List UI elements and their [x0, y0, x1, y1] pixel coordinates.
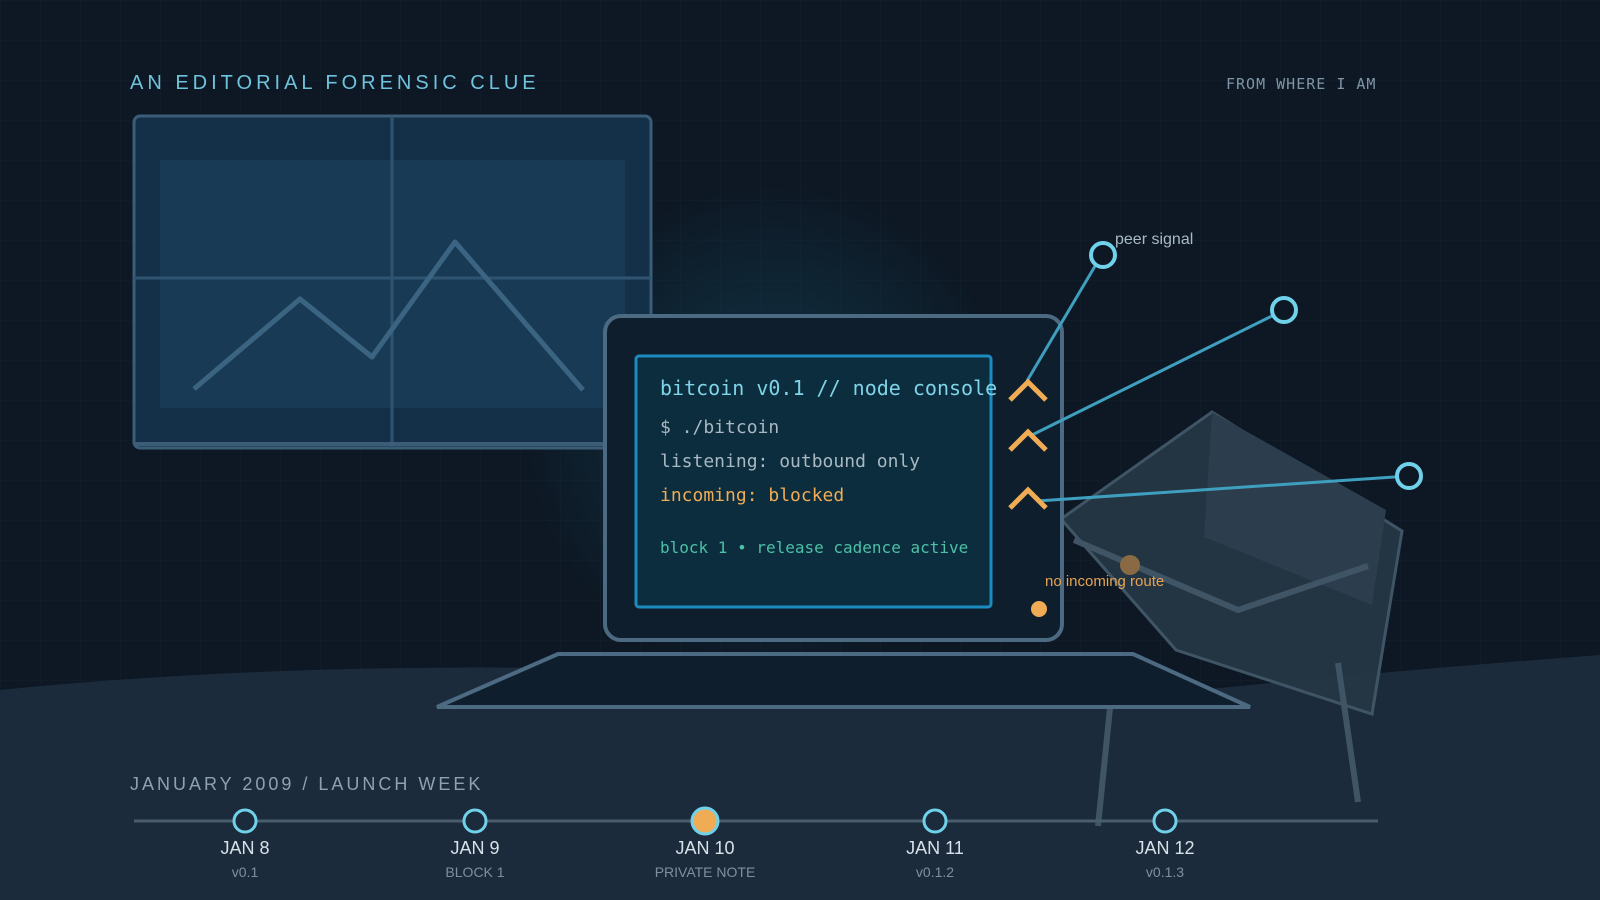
- no-incoming-route-label: no incoming route: [1045, 573, 1165, 590]
- chevron-up-icon: [1008, 428, 1048, 452]
- chevron-up-icon: [1008, 486, 1048, 510]
- timeline-date: JAN 10: [675, 838, 735, 858]
- timeline-sub: v0.1.3: [1145, 864, 1185, 880]
- timeline-date: JAN 9: [450, 838, 500, 858]
- back-monitor: [132, 114, 653, 450]
- timeline-label: JANUARY 2009 / LAUNCH WEEK: [130, 774, 484, 794]
- timeline-sub: v0.1.2: [915, 864, 955, 880]
- timeline-marker: [922, 808, 948, 834]
- timeline-marker: [1152, 808, 1178, 834]
- chair: [1058, 410, 1404, 827]
- timeline-sub: v0.1: [231, 864, 259, 880]
- peer-node-icon: [1395, 462, 1423, 490]
- editorial-kicker: AN EDITORIAL FORENSIC CLUE: [130, 72, 540, 94]
- peer-node-icon: [1089, 241, 1117, 269]
- signal-lines: [1025, 241, 1423, 503]
- console-status: block 1 • release cadence active: [660, 538, 969, 557]
- timeline-marker: [462, 808, 488, 834]
- floor: [0, 655, 1600, 900]
- peer-signal-label: peer signal: [1115, 231, 1194, 248]
- corner-label: FROM WHERE I AM: [1226, 75, 1377, 93]
- laptop: [436, 314, 1251, 709]
- timeline-marker: [232, 808, 258, 834]
- timeline-sub: PRIVATE NOTE: [654, 864, 756, 880]
- status-led: [1031, 601, 1047, 617]
- timeline-marker: [690, 806, 720, 836]
- timeline: [134, 806, 1378, 836]
- console-title: bitcoin v0.1 // node console: [660, 376, 998, 400]
- timeline-date: JAN 11: [906, 838, 964, 858]
- console-line-incoming: incoming: blocked: [660, 485, 845, 506]
- console-screen: [634, 354, 993, 609]
- console-line-command: $ ./bitcoin: [660, 417, 780, 438]
- console-line-listening: listening: outbound only: [660, 451, 921, 472]
- chevron-up-icon: [1008, 378, 1048, 402]
- chair-knob: [1120, 555, 1140, 575]
- blocked-chevrons: [1008, 378, 1048, 510]
- timeline-sub: BLOCK 1: [445, 864, 505, 880]
- timeline-date: JAN 8: [220, 838, 270, 858]
- peer-node-icon: [1270, 296, 1298, 324]
- timeline-date: JAN 12: [1135, 838, 1195, 858]
